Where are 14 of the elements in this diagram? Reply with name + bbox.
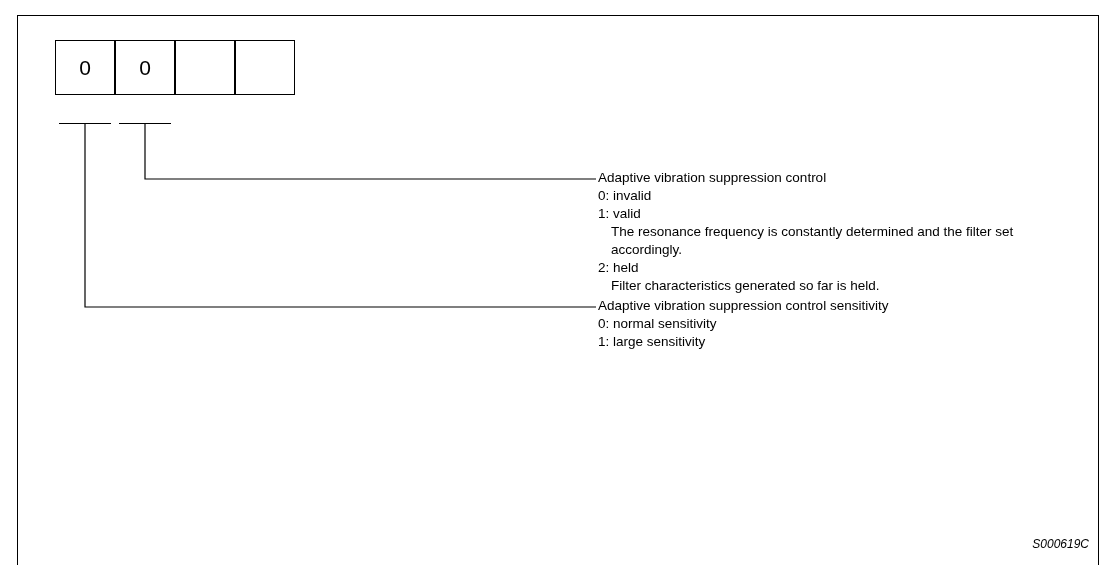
parameter-heading: Adaptive vibration suppression control sensitivity bbox=[598, 297, 890, 315]
option-text: The resonance frequency is constantly determined and the filter set accordingly. bbox=[610, 223, 1015, 259]
option-text: 1: valid bbox=[598, 205, 642, 223]
option-text: 2: held bbox=[598, 259, 640, 277]
option-text: Filter characteristics generated so far is held. bbox=[610, 277, 881, 295]
leader-line bbox=[84, 123, 597, 308]
digit: 0 bbox=[79, 55, 91, 80]
leader-line bbox=[144, 123, 597, 180]
option-text: 1: large sensitivity bbox=[598, 333, 707, 351]
digit: 0 bbox=[139, 55, 151, 80]
parameter-heading: Adaptive vibration suppression control bbox=[598, 169, 828, 187]
option-text: 0: invalid bbox=[598, 187, 653, 205]
option-text: 0: normal sensitivity bbox=[598, 315, 718, 333]
figure-code: S000619C bbox=[1032, 537, 1089, 551]
